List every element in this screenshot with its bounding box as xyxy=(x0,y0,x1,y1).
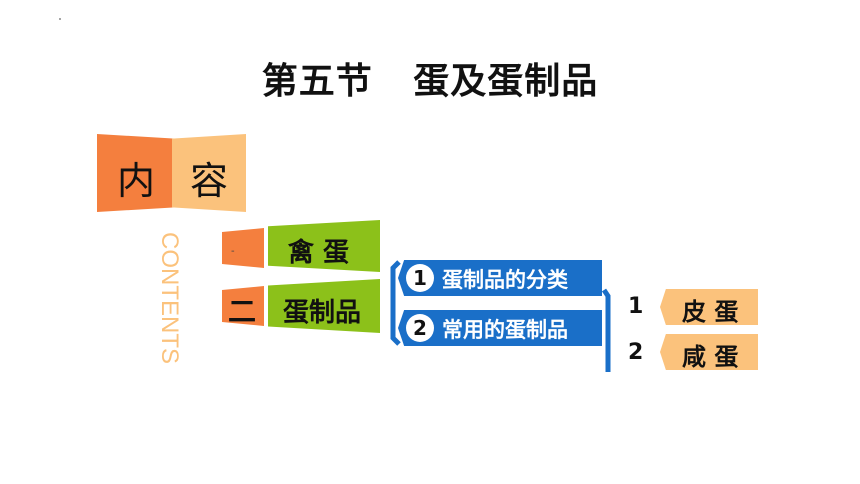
section-2-label: 蛋制品 xyxy=(283,298,362,328)
contents-char-2: 容 xyxy=(190,159,229,203)
section-1-marker: - xyxy=(231,246,235,257)
item-2-number: 2 xyxy=(628,340,644,365)
item-2-label: 咸 蛋 xyxy=(682,343,739,371)
item-1-number: 1 xyxy=(628,294,644,319)
page-title: 第五节 蛋及蛋制品 xyxy=(261,61,599,102)
contents-vertical-text: CONTENTS xyxy=(156,232,183,364)
section-2-marker-tab xyxy=(222,286,264,326)
subsection-2-number: 2 xyxy=(406,314,434,342)
subsection-1-number: 1 xyxy=(406,264,434,292)
bracket-1 xyxy=(390,260,401,346)
contents-tab-right xyxy=(172,134,246,212)
subsection-2-label: 常用的蛋制品 xyxy=(442,318,568,342)
section-2-tab[interactable] xyxy=(268,279,380,333)
item-1-box[interactable] xyxy=(660,289,758,325)
contents-char-1: 内 xyxy=(117,159,156,203)
bracket-2 xyxy=(601,288,611,372)
item-2-box[interactable] xyxy=(660,334,758,370)
decorative-dot xyxy=(59,18,61,20)
subsection-1-label: 蛋制品的分类 xyxy=(442,268,568,292)
section-1-marker-tab xyxy=(222,228,264,268)
section-1-label: 禽 蛋 xyxy=(288,238,350,268)
contents-vertical-label: CONTENTS xyxy=(156,232,183,364)
section-1-tab[interactable] xyxy=(268,220,380,272)
item-1-label: 皮 蛋 xyxy=(682,298,739,326)
contents-tab-left xyxy=(97,134,175,212)
section-2-marker: 二 xyxy=(228,295,257,328)
